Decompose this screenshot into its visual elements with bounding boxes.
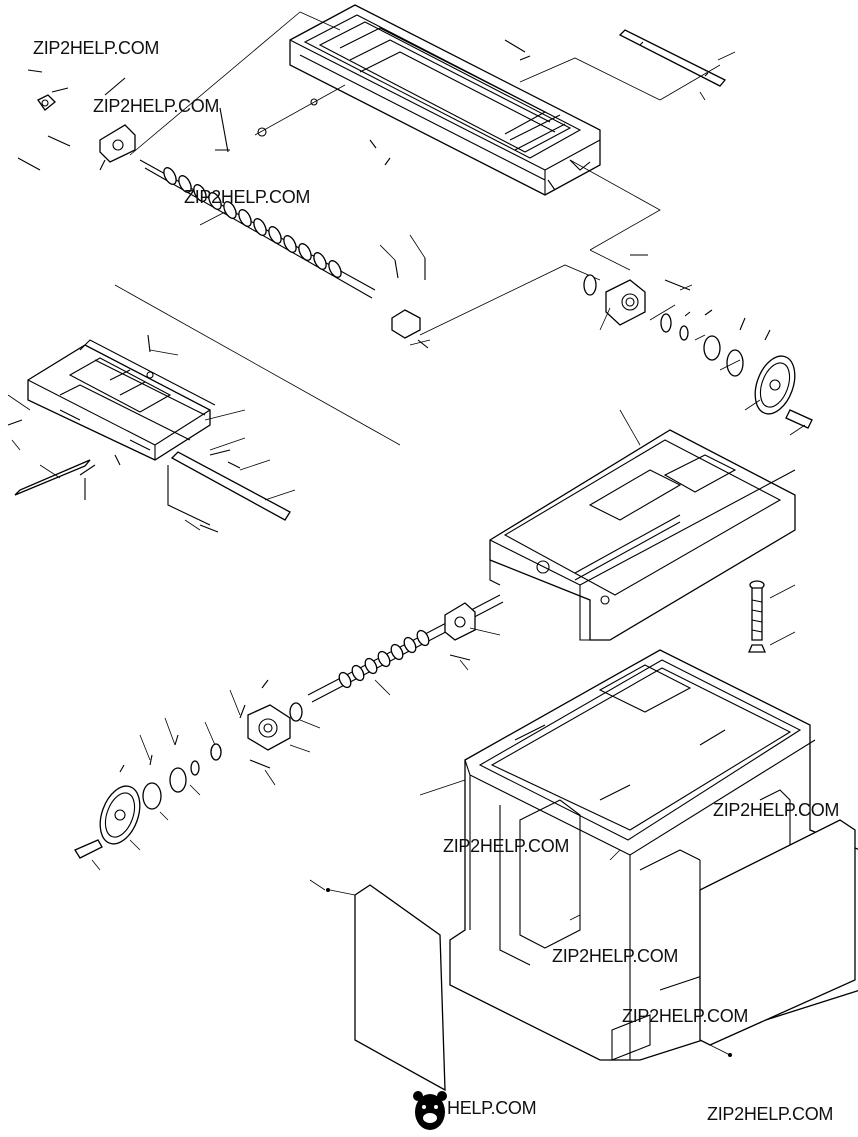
- watermark-5: ZIP2HELP.COM: [443, 836, 570, 856]
- work-table: [289, 4, 601, 196]
- saddle: [27, 339, 216, 466]
- bear-head-logo-icon: [413, 1091, 447, 1130]
- left-bearing-bracket: [17, 69, 136, 171]
- elevation-bolt: [748, 580, 796, 653]
- watermark-2: ZIP2HELP.COM: [93, 96, 220, 116]
- watermark-8: ZIP2HELP.COM: [707, 1104, 834, 1124]
- lead-screw-lower: [307, 594, 504, 703]
- knee-casting: [489, 409, 796, 641]
- watermark-4: ZIP2HELP.COM: [713, 800, 840, 820]
- lead-screw-upper: [139, 159, 376, 299]
- saddle-gib: [7, 284, 401, 533]
- side-panel-right: [699, 819, 856, 1057]
- right-handwheel-assembly: [583, 254, 813, 436]
- gib-strip: [504, 29, 736, 101]
- logo-text: HELP.COM: [447, 1098, 537, 1118]
- side-panel-left: [309, 879, 446, 1092]
- watermark-7: ZIP2HELP.COM: [622, 1006, 749, 1026]
- watermark-1: ZIP2HELP.COM: [33, 38, 160, 58]
- watermark-6: ZIP2HELP.COM: [552, 946, 679, 966]
- watermark-3: ZIP2HELP.COM: [184, 187, 311, 207]
- center-fittings: [379, 234, 431, 349]
- lower-handwheel-assembly: [74, 679, 321, 871]
